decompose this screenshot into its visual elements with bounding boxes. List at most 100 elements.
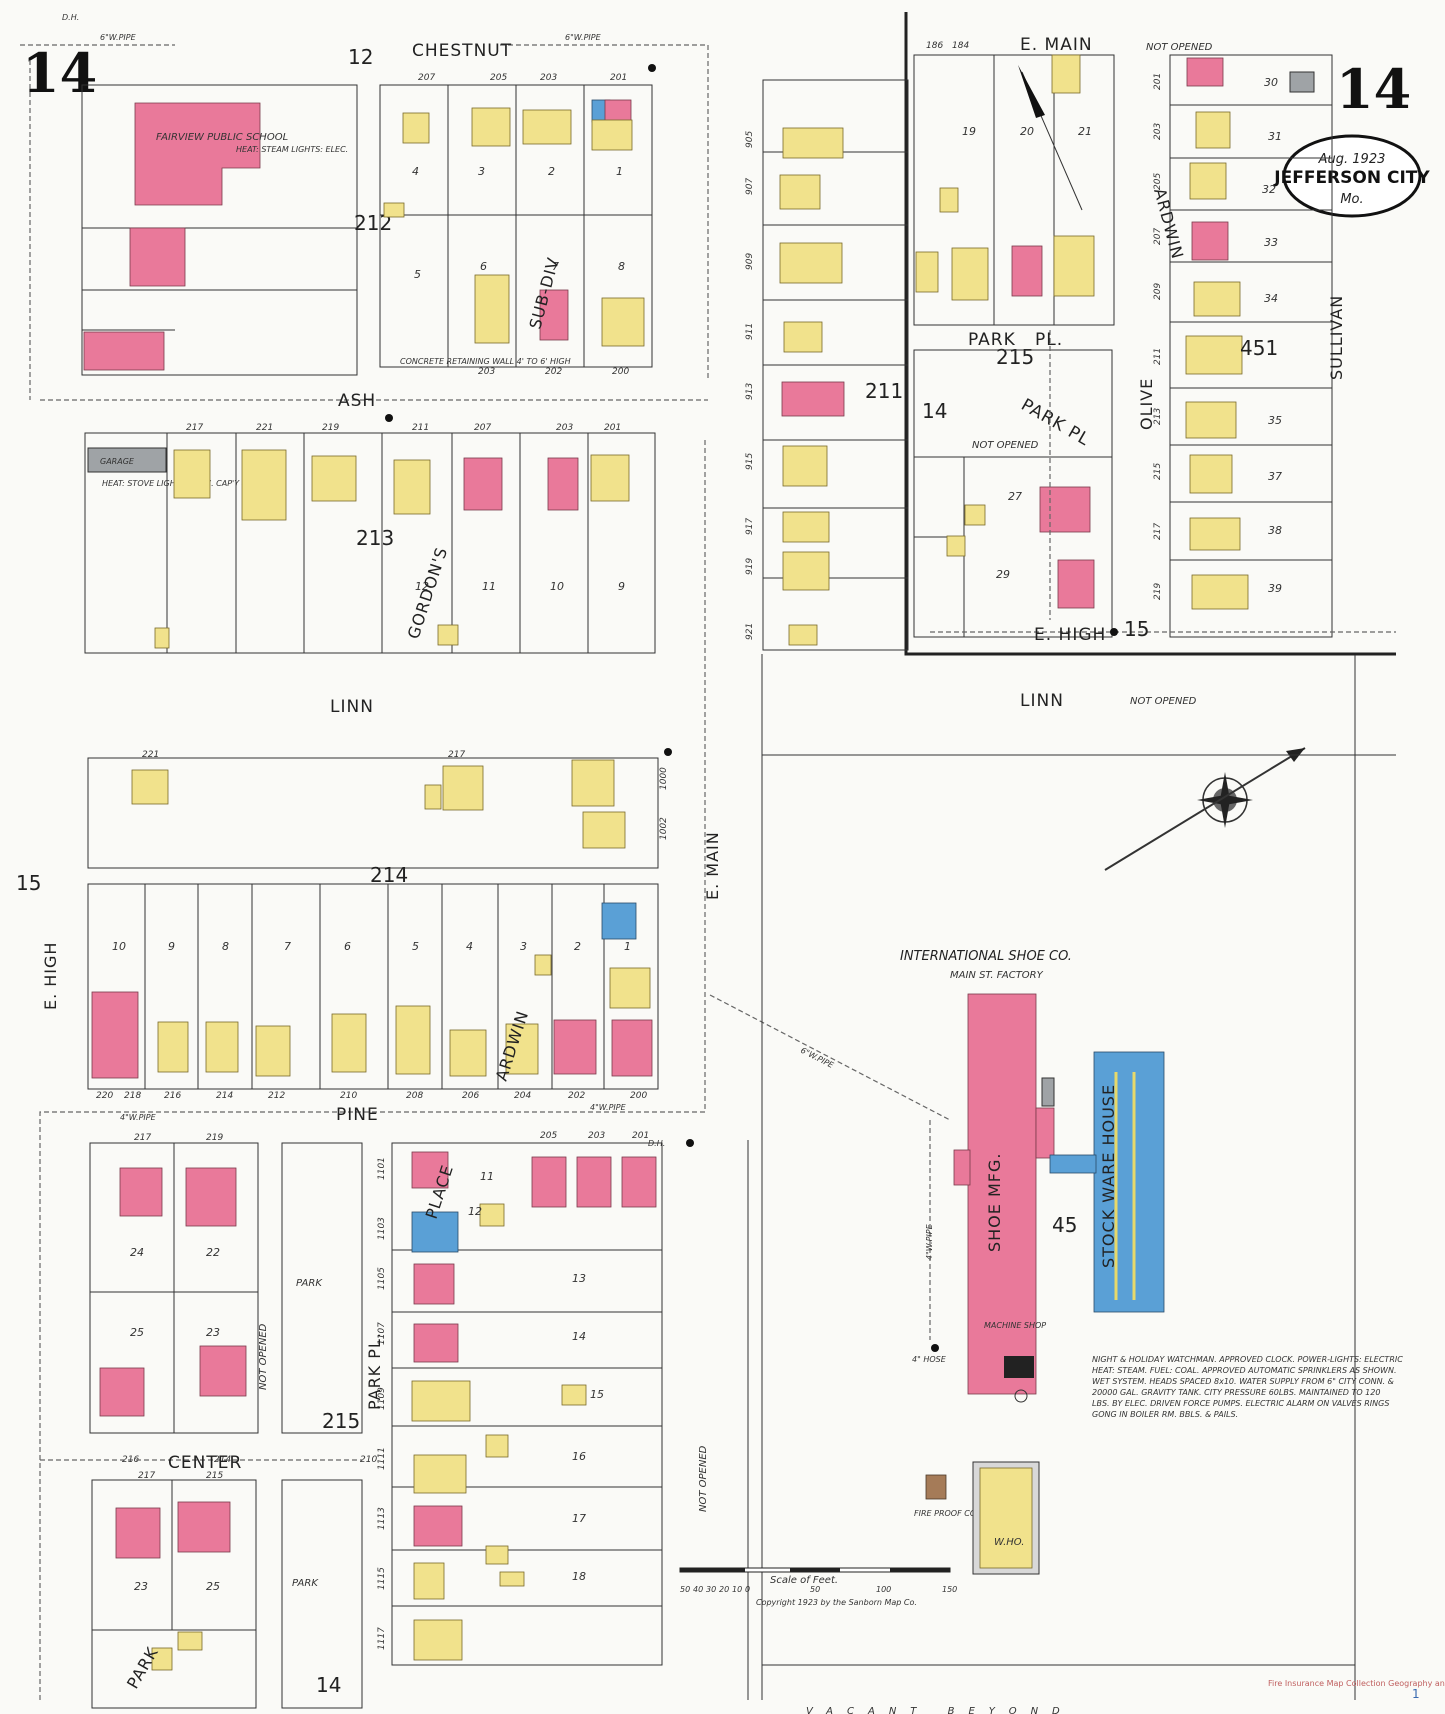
pipe-label: 4"W.PIPE bbox=[120, 1113, 157, 1122]
street-e-high-side: E. HIGH bbox=[41, 942, 60, 1010]
dwelling bbox=[782, 127, 844, 159]
lot-number: 1 bbox=[616, 165, 623, 178]
shed bbox=[424, 784, 442, 810]
address: 216 bbox=[164, 1091, 181, 1101]
lot-number: 4 bbox=[412, 165, 419, 178]
water-pipe bbox=[39, 440, 706, 1700]
school-note: HEAT: STEAM LIGHTS: ELEC. bbox=[236, 145, 348, 154]
address: 915 bbox=[745, 453, 755, 470]
lot-number: 1 bbox=[624, 940, 631, 953]
block-number-215-top: 215 bbox=[996, 345, 1034, 369]
address: 201 bbox=[604, 423, 621, 433]
hydrant-icon bbox=[931, 1344, 939, 1352]
dwelling bbox=[413, 1505, 463, 1547]
address: 1113 bbox=[377, 1507, 387, 1530]
chimney-icon bbox=[1014, 1389, 1028, 1403]
lot-number: 5 bbox=[412, 940, 419, 953]
lot-number: 20 bbox=[1020, 125, 1034, 138]
store bbox=[576, 1156, 612, 1208]
block-number-214: 214 bbox=[370, 863, 408, 887]
dwelling bbox=[951, 247, 989, 301]
address: 905 bbox=[745, 131, 755, 148]
pipe-label: 4"W.PIPE bbox=[590, 1103, 627, 1112]
lot-number: 32 bbox=[1262, 183, 1276, 196]
dwelling bbox=[1193, 281, 1241, 317]
lot-number: 22 bbox=[206, 1246, 220, 1259]
address: 919 bbox=[745, 558, 755, 575]
hydrant-icon bbox=[686, 1139, 694, 1147]
store bbox=[83, 331, 165, 371]
scale-tick: 10 bbox=[732, 1585, 742, 1594]
dwelling bbox=[1191, 574, 1249, 610]
dwelling bbox=[185, 1167, 237, 1227]
address: 1103 bbox=[377, 1217, 387, 1240]
address: 221 bbox=[142, 750, 159, 760]
address: 201 bbox=[610, 73, 627, 83]
lot-number: 5 bbox=[414, 268, 421, 281]
dwelling bbox=[411, 1151, 449, 1189]
dwelling bbox=[119, 1167, 163, 1217]
address: 214 bbox=[216, 1091, 233, 1101]
address: 911 bbox=[745, 323, 755, 340]
dwelling bbox=[413, 1562, 445, 1600]
dwelling bbox=[91, 991, 139, 1079]
shed bbox=[499, 1571, 525, 1587]
address: 203 bbox=[588, 1131, 605, 1141]
shed bbox=[177, 1631, 203, 1651]
factory-wing bbox=[953, 1149, 971, 1186]
street-pine: PINE bbox=[336, 1105, 379, 1125]
lot-number: 31 bbox=[1268, 130, 1282, 143]
dwelling bbox=[199, 1345, 247, 1397]
hydrant-icon bbox=[648, 64, 656, 72]
address: 211 bbox=[1153, 348, 1163, 365]
address: 220 bbox=[96, 1091, 113, 1101]
flat bbox=[781, 381, 845, 417]
lot-number: 14 bbox=[572, 1330, 586, 1343]
address: 213 bbox=[1153, 408, 1163, 425]
lot-number: 9 bbox=[618, 580, 625, 593]
address: 215 bbox=[1153, 463, 1163, 480]
street-e-main-side: E. MAIN bbox=[703, 831, 722, 900]
lot-number: 10 bbox=[550, 580, 564, 593]
store bbox=[621, 1156, 657, 1208]
city-stamp: Aug. 1923 JEFFERSON CITY Mo. bbox=[1273, 134, 1430, 218]
address: 211 bbox=[412, 423, 429, 433]
scale-tick: 150 bbox=[942, 1585, 957, 1594]
dwelling bbox=[255, 1025, 291, 1077]
factory-main-building bbox=[967, 993, 1037, 1395]
address: 200 bbox=[612, 367, 629, 377]
address: 907 bbox=[745, 178, 755, 195]
street-ash: ASH bbox=[338, 391, 376, 411]
block-number-213: 213 bbox=[356, 526, 394, 550]
block-number-211: 211 bbox=[865, 379, 903, 403]
block-number-451: 451 bbox=[1240, 336, 1278, 360]
concrete-wall-note: CONCRETE RETAINING WALL 4' TO 6' HIGH bbox=[400, 357, 571, 366]
address: 1101 bbox=[377, 1157, 387, 1180]
dwelling bbox=[411, 1380, 471, 1422]
factory-note: NIGHT & HOLIDAY WATCHMAN. APPROVED CLOCK… bbox=[1092, 1355, 1405, 1419]
address: 207 bbox=[418, 73, 435, 83]
auto-shed bbox=[788, 624, 818, 646]
address: 202 bbox=[545, 367, 562, 377]
street-olive: OLIVE bbox=[1137, 378, 1156, 430]
address: 205 bbox=[1153, 173, 1163, 190]
address: 219 bbox=[1153, 583, 1163, 600]
copyright-label: Copyright 1923 by the Sanborn Map Co. bbox=[756, 1598, 917, 1607]
lot-number: 17 bbox=[572, 1512, 586, 1525]
key-boundary-line bbox=[904, 12, 1396, 656]
lot-number: 12 bbox=[415, 580, 429, 593]
stock-warehouse-label: STOCK WARE HOUSE bbox=[1099, 1084, 1118, 1268]
dwelling bbox=[779, 242, 843, 284]
shed bbox=[561, 1384, 587, 1406]
lot-number: 11 bbox=[480, 1170, 494, 1183]
address: 921 bbox=[745, 623, 755, 640]
dwelling bbox=[157, 1021, 189, 1073]
dwelling bbox=[539, 289, 569, 341]
stamp-date: Aug. 1923 bbox=[1318, 152, 1386, 167]
address: 217 bbox=[134, 1133, 151, 1143]
dwelling bbox=[547, 457, 579, 511]
dwelling bbox=[779, 174, 821, 210]
factory-subtitle: MAIN ST. FACTORY bbox=[950, 970, 1044, 981]
address: 203 bbox=[1153, 123, 1163, 140]
